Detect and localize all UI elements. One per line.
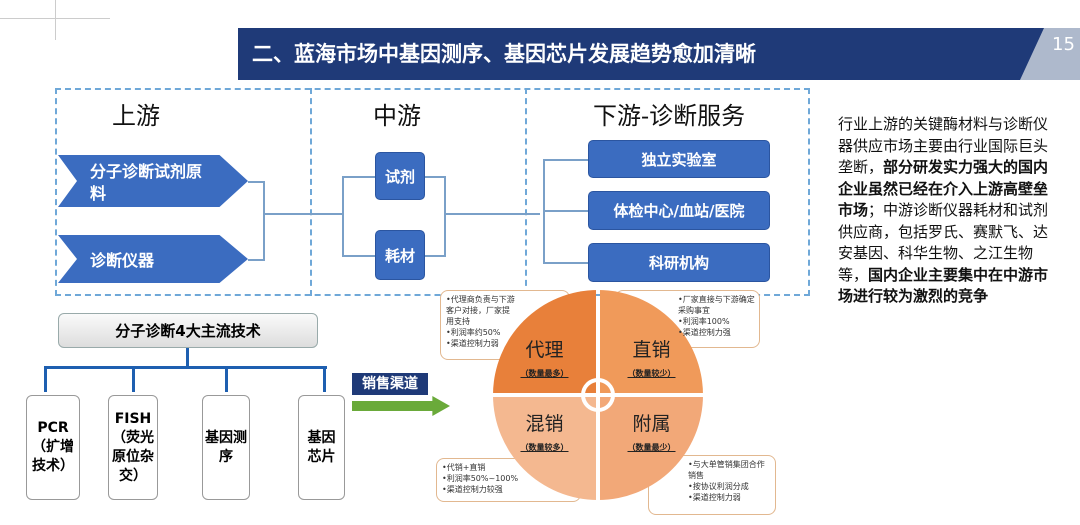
- tree-line: [323, 366, 326, 392]
- upstream-item-instrument: 诊断仪器: [58, 235, 248, 283]
- connector: [444, 213, 540, 215]
- callout-mixed-text: •代销+直销 •利润率50%~100% •渠道控制力较强: [442, 462, 576, 495]
- description-text: 行业上游的关键酶材料与诊断仪器供应市场主要由行业国际巨头垄断，部分研发实力强大的…: [838, 114, 1053, 308]
- quadrant-note: （数量较少）: [627, 369, 676, 378]
- desc-part: 行业上游的关键酶材料与诊断仪器供应市场主要由行业国际巨头垄断，: [838, 115, 1049, 176]
- sales-channel-label: 销售渠道: [352, 373, 428, 395]
- connector: [425, 176, 445, 178]
- midstream-item-consumables: 耗材: [375, 230, 425, 280]
- quadrant-label: 混销: [525, 413, 564, 435]
- downstream-heading: 下游-诊断服务: [593, 102, 746, 130]
- quadrant-label: 直销: [632, 339, 671, 361]
- sales-pie: 代理 （数量最多） 直销 （数量较少） 混销 （数量较多） 附属 （数量最少）: [493, 290, 703, 500]
- tech-pcr: PCR（扩增技术）: [26, 395, 80, 500]
- midstream-item-reagent: 试剂: [375, 152, 425, 200]
- callout-line: •与大单管销集团合作销售: [688, 460, 765, 480]
- divider: [525, 88, 527, 296]
- tree-line: [186, 348, 189, 368]
- quadrant-label: 代理: [525, 339, 564, 361]
- quadrant-affiliate: 附属 （数量最少）: [600, 397, 703, 500]
- upstream-item-reagent-material: 分子诊断试剂原料: [58, 155, 248, 207]
- tree-line: [225, 366, 228, 392]
- tech-chip: 基因芯片: [298, 395, 345, 500]
- callout-line: •渠道控制力较强: [442, 485, 503, 494]
- callout-line: •利润率约50%: [446, 328, 501, 337]
- deco-line: [55, 0, 56, 40]
- quadrant-note: （数量最少）: [627, 443, 676, 452]
- midstream-heading: 中游: [373, 102, 421, 130]
- callout-line: •利润率50%~100%: [442, 474, 519, 483]
- page-title: 二、蓝海市场中基因测序、基因芯片发展趋势愈加清晰: [238, 28, 1063, 80]
- callout-line: •利润率100%: [678, 317, 730, 326]
- downstream-item-lab: 独立实验室: [588, 140, 770, 178]
- tech-fish: FISH（荧光原位杂交）: [108, 395, 158, 500]
- connector: [444, 176, 446, 257]
- tree-line: [132, 366, 135, 392]
- divider: [310, 88, 312, 296]
- quadrant-note: （数量较多）: [520, 443, 569, 452]
- arrow-right-icon: [352, 396, 450, 416]
- upstream-heading: 上游: [112, 102, 160, 130]
- tech-title: 分子诊断4大主流技术: [58, 313, 318, 348]
- connector: [263, 181, 265, 261]
- tree-line: [44, 366, 47, 392]
- connector: [543, 262, 588, 264]
- desc-part: ；中游诊断仪器耗材和试剂供应商，包括罗氏、赛默飞、达安基因、科华生物、之江生物等…: [838, 201, 1049, 284]
- cycle-icon: [581, 378, 615, 412]
- callout-line: •厂家直接与下游确定采购事宜: [678, 295, 755, 315]
- callout-agency-text: •代理商负责与下游客户对接，厂家提用支持 •利润率约50% •渠道控制力弱: [446, 294, 516, 349]
- tree-line: [44, 366, 327, 369]
- connector: [425, 255, 445, 257]
- callout-line: •代理商负责与下游客户对接，厂家提用支持: [446, 295, 515, 326]
- callout-line: •按协议利润分成: [688, 482, 749, 491]
- quadrant-mixed: 混销 （数量较多）: [493, 397, 596, 500]
- callout-line: •代销+直销: [442, 463, 486, 472]
- desc-bold: 部分研发实力强大的国内企业虽然已经在介入上游高壁垒市场: [838, 158, 1049, 219]
- callout-line: •渠道控制力强: [678, 328, 731, 337]
- callout-direct-text: •厂家直接与下游确定采购事宜 •利润率100% •渠道控制力强: [678, 294, 756, 338]
- quadrant-agency: 代理 （数量最多）: [493, 290, 596, 393]
- downstream-item-research: 科研机构: [588, 243, 770, 282]
- downstream-item-hospital: 体检中心/血站/医院: [588, 191, 770, 230]
- callout-line: •渠道控制力弱: [446, 339, 499, 348]
- industry-chain-box: [55, 88, 810, 296]
- connector: [248, 181, 264, 183]
- callout-line: •渠道控制力弱: [688, 493, 741, 502]
- connector: [263, 213, 343, 215]
- tech-sequencing: 基因测序: [202, 395, 250, 500]
- connector: [543, 159, 588, 161]
- connector: [543, 210, 588, 212]
- connector: [342, 176, 344, 256]
- desc-bold: 国内企业主要集中在中游市场进行较为激烈的竞争: [838, 265, 1049, 306]
- quadrant-label: 附属: [632, 413, 671, 435]
- callout-affiliate-text: •与大单管销集团合作销售 •按协议利润分成 •渠道控制力弱: [688, 459, 772, 503]
- connector: [342, 176, 375, 178]
- connector: [248, 259, 264, 261]
- quadrant-note: （数量最多）: [520, 369, 569, 378]
- connector: [342, 255, 375, 257]
- quadrant-direct: 直销 （数量较少）: [600, 290, 703, 393]
- page-number: 15: [1052, 34, 1075, 55]
